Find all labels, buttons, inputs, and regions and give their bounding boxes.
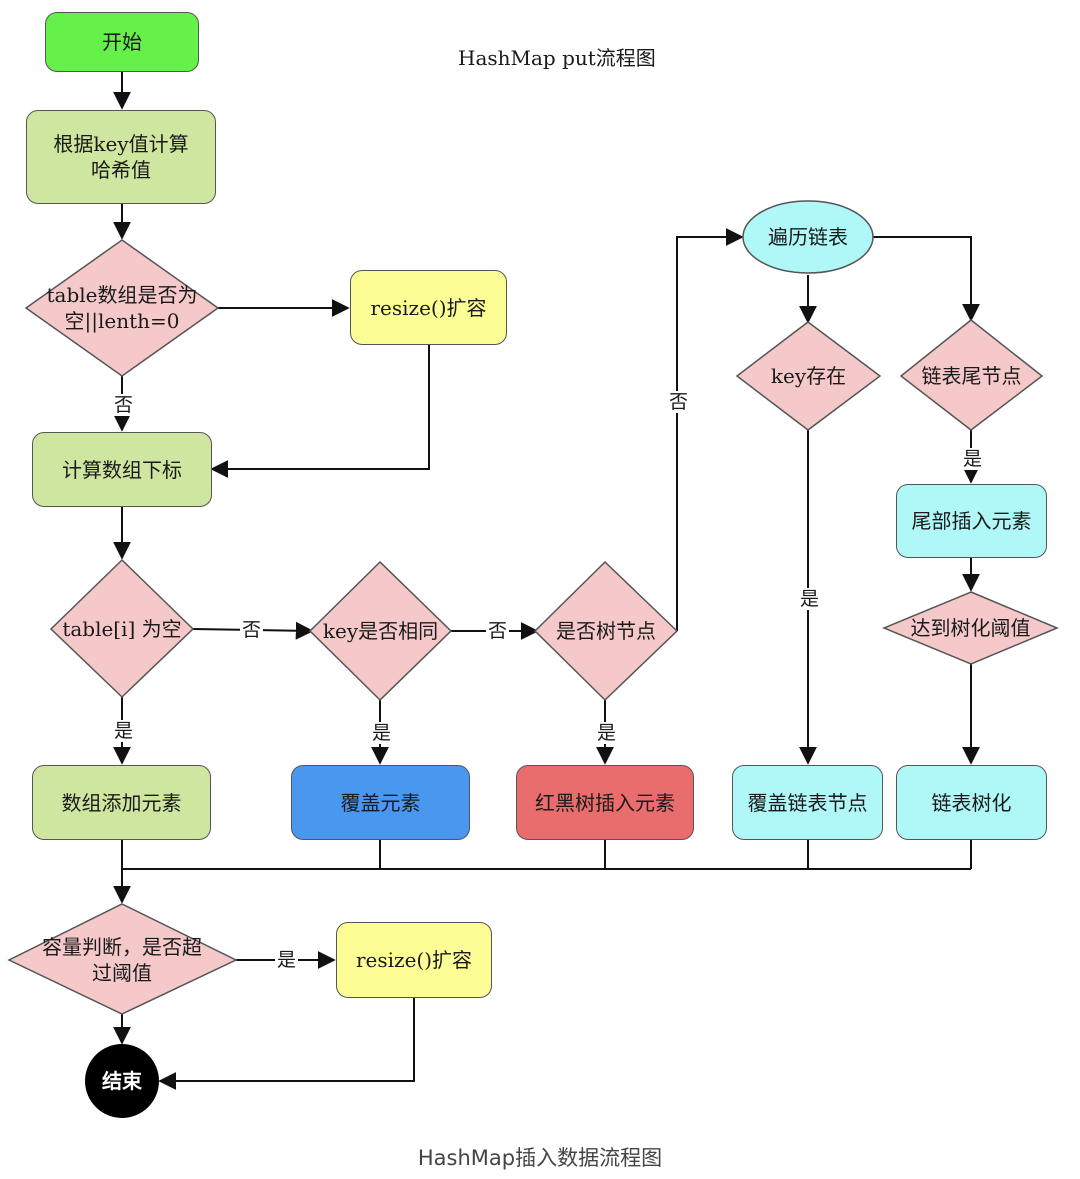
edge-tree-traverse: [676, 228, 744, 631]
table-empty-text: table数组是否为空||lenth=0: [46, 283, 198, 333]
diamond-tail-node: [899, 319, 1044, 431]
edge-resize-end: [158, 998, 415, 1090]
add-element-node: 数组添加元素: [32, 765, 211, 840]
start-node: 开始: [45, 12, 199, 72]
label-no-tree: 否: [667, 391, 691, 413]
label-yes-key: 是: [370, 722, 394, 744]
diamond-capacity: [7, 903, 238, 1015]
diamond-key-same: [308, 560, 453, 702]
slot-empty-text: table[i] 为空: [62, 617, 182, 641]
index-node: 计算数组下标: [32, 432, 212, 507]
key-exists-text: key存在: [770, 364, 847, 388]
diamond-slot-empty: [49, 558, 195, 699]
label-no-slot: 否: [240, 619, 264, 641]
diagram-caption: HashMap插入数据流程图: [417, 1146, 663, 1170]
diamond-threshold: [882, 591, 1059, 665]
diamond-tree-node: [533, 560, 679, 702]
traverse-ellipse: [742, 200, 874, 274]
label-yes-tree: 是: [595, 722, 619, 744]
edge-resize-index: [210, 345, 430, 478]
label-yes-key-exists: 是: [798, 588, 822, 610]
end-circle: [85, 1044, 159, 1118]
diagram-title: HashMap put流程图: [458, 46, 656, 70]
threshold-text: 达到树化阈值: [910, 616, 1031, 640]
label-no-key: 否: [486, 620, 510, 642]
edge-traverse-tail: [873, 236, 980, 322]
traverse-text: 遍历链表: [768, 225, 848, 249]
capacity-text: 容量判断，是否超过阈值: [42, 935, 202, 985]
label-yes-slot: 是: [112, 720, 136, 742]
diamond-key-exists: [735, 321, 882, 431]
end-text: 结束: [102, 1069, 142, 1093]
key-same-text: key是否相同: [322, 619, 439, 643]
label-yes-capacity: 是: [275, 949, 299, 971]
tree-node-text: 是否树节点: [556, 619, 656, 643]
tail-node-text: 链表尾节点: [921, 364, 1022, 388]
cover-node-node: 覆盖链表节点: [732, 765, 883, 840]
diamond-table-empty: [24, 239, 220, 377]
treeify-node: 链表树化: [896, 765, 1047, 840]
hash-node: 根据key值计算哈希值: [26, 110, 216, 204]
label-no-table: 否: [112, 394, 136, 416]
tail-insert-node: 尾部插入元素: [896, 484, 1047, 558]
label-yes-tail: 是: [961, 448, 985, 470]
rb-insert-node: 红黑树插入元素: [516, 765, 694, 840]
resize-node-2: resize()扩容: [336, 922, 492, 998]
cover-node: 覆盖元素: [291, 765, 470, 840]
resize-node-1: resize()扩容: [350, 270, 507, 345]
